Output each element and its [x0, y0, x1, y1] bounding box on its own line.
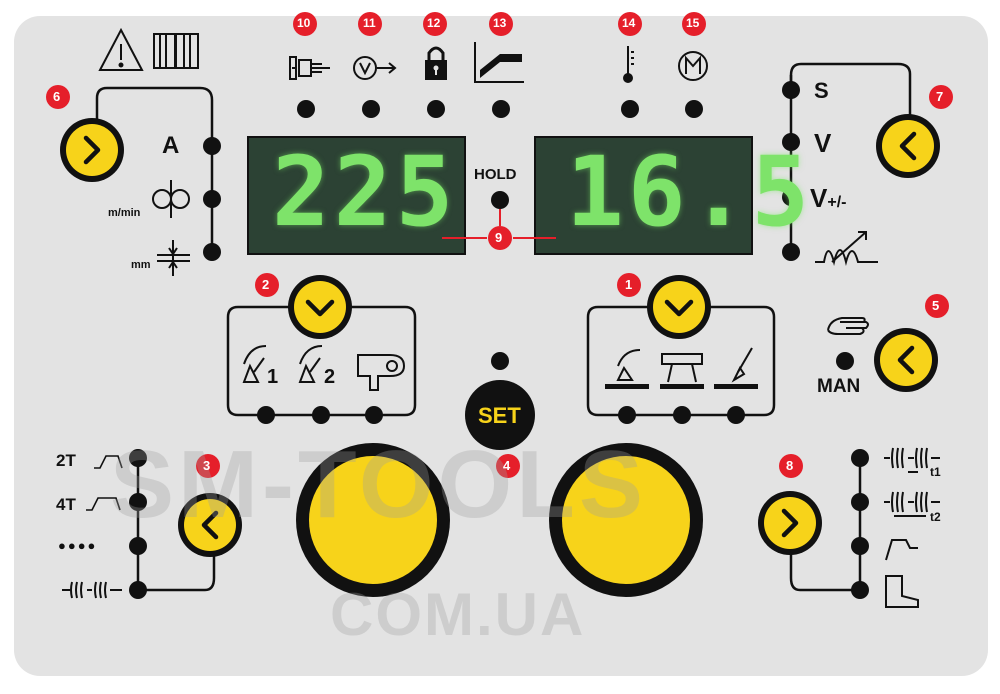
set-button-label[interactable]: SET	[478, 403, 521, 428]
ramp-icon	[474, 42, 524, 83]
param-wire-speed-label: m/min	[108, 207, 141, 219]
button-6-right-arrow[interactable]	[60, 118, 124, 182]
badge-11: 11	[363, 16, 376, 30]
pulse-t2-label: t2	[930, 510, 941, 524]
badges	[46, 12, 953, 478]
mig-process-icon	[616, 349, 641, 381]
manual-book-icon	[153, 33, 199, 69]
torch-gas1-icon	[242, 345, 267, 383]
manual-mode-label: MAN	[817, 376, 861, 397]
param-thickness-label: mm	[131, 259, 151, 271]
voltage-reduction-icon	[353, 56, 397, 80]
button-2-down-arrow[interactable]	[288, 275, 352, 339]
badge-5: 5	[932, 298, 940, 313]
indicator-leds	[129, 81, 869, 599]
motor-icon	[678, 51, 708, 81]
param-voltage-label: V	[814, 128, 832, 158]
badge-9: 9	[495, 230, 503, 245]
tig-workpiece	[660, 384, 704, 389]
badge-2: 2	[262, 277, 270, 292]
hold-label: HOLD	[474, 166, 517, 183]
current-value: 225	[272, 136, 458, 248]
arc-dynamics-icon	[815, 231, 878, 266]
plug-icon	[289, 56, 330, 80]
mma-workpiece	[714, 384, 758, 389]
badge-13: 13	[493, 16, 507, 30]
param-seconds-label: S	[814, 78, 829, 103]
watermark-line1: SM-TOOLS	[110, 431, 647, 538]
torch-gas2-icon	[298, 345, 323, 383]
badge-7: 7	[936, 89, 944, 104]
button-7-left-arrow[interactable]	[876, 114, 940, 178]
gas1-number: 1	[267, 366, 279, 388]
hold-indicator-line	[442, 209, 556, 239]
trigger-4t-label: 4T	[56, 495, 76, 514]
button-8-right-arrow[interactable]	[758, 491, 822, 555]
badge-14: 14	[622, 16, 636, 30]
pulse-t2-icon	[884, 491, 940, 517]
trigger-dots-label: ●●●●	[58, 538, 98, 553]
trigger-2t-icon	[94, 455, 123, 469]
lock-icon	[425, 46, 447, 80]
badge-10: 10	[297, 16, 311, 30]
spot-mode-icon	[885, 575, 919, 608]
badge-4: 4	[503, 458, 511, 473]
param-voltage-correction-main: V	[810, 183, 828, 213]
warning-icon	[98, 27, 144, 71]
control-panel	[14, 16, 988, 676]
badge-15: 15	[686, 16, 700, 30]
left-knob[interactable]	[296, 443, 450, 597]
set-button-bg[interactable]	[465, 380, 535, 450]
param-voltage-correction-label: V+/-	[810, 183, 846, 214]
voltage-value: 16.5	[566, 136, 814, 248]
pulse-t1-label: t1	[930, 465, 941, 479]
mig-workpiece	[605, 384, 649, 389]
pulse-t1-icon	[884, 447, 940, 473]
gas2-number: 2	[324, 366, 336, 388]
trigger-2t-label: 2T	[56, 451, 76, 470]
pulse-mode-icon	[62, 581, 122, 599]
button-1-down-arrow[interactable]	[647, 275, 711, 339]
voltage-display	[534, 136, 753, 255]
double-pulse-icon	[885, 539, 918, 561]
wire-feed-icon	[152, 180, 190, 218]
tig-process-icon	[661, 353, 703, 383]
badge-8: 8	[786, 458, 794, 473]
thermometer-icon	[623, 46, 634, 83]
param-voltage-correction-sub: +/-	[827, 194, 847, 211]
trigger-4t-icon	[86, 497, 121, 511]
spool-gun-icon	[357, 354, 406, 391]
badge-12: 12	[427, 16, 441, 30]
current-display	[247, 136, 466, 255]
param-amperage-label: A	[162, 132, 180, 159]
badge-3: 3	[203, 458, 211, 473]
mma-electrode-icon	[731, 347, 753, 383]
button-3-left-arrow[interactable]	[178, 493, 242, 557]
button-5-left-arrow[interactable]	[874, 328, 938, 392]
material-thickness-icon	[157, 240, 190, 276]
manual-hand-icon	[827, 317, 869, 335]
badge-1: 1	[625, 277, 633, 292]
right-knob[interactable]	[549, 443, 703, 597]
badge-6: 6	[53, 89, 61, 104]
watermark-line2: COM.UA	[330, 581, 586, 648]
